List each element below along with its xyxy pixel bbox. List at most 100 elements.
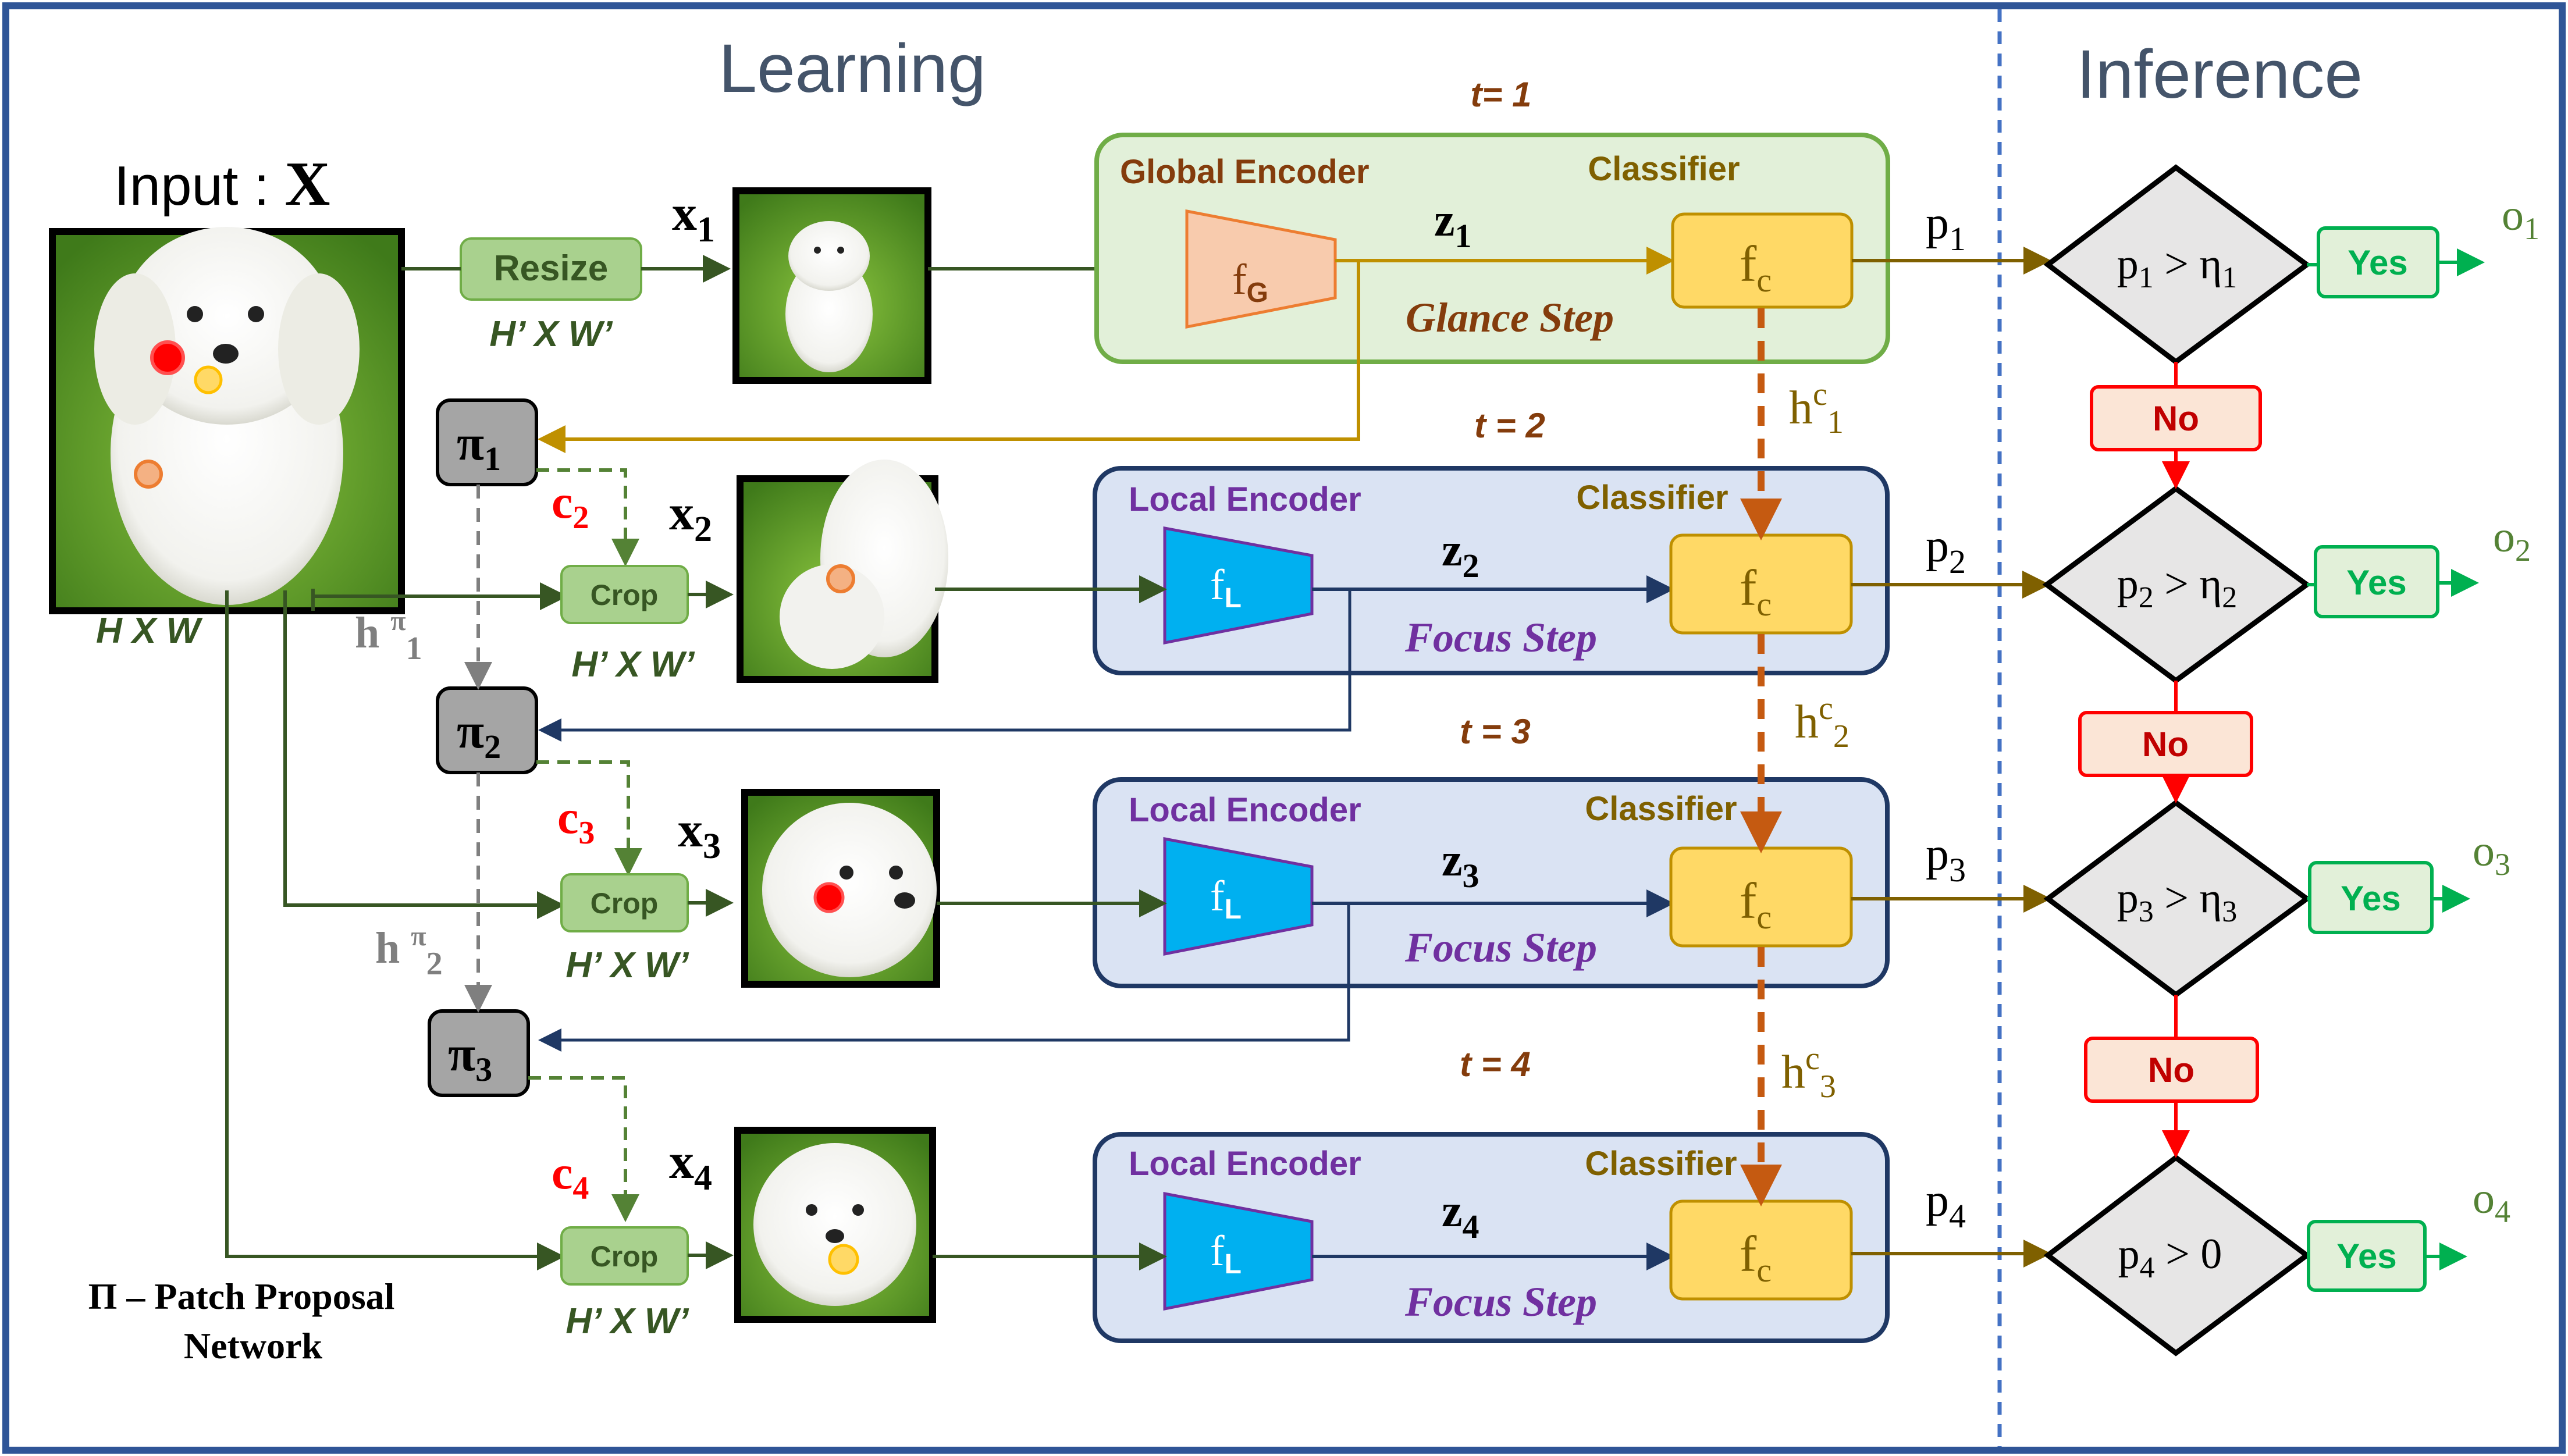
patch-marker-3	[134, 460, 163, 489]
z1-label: z1	[1434, 195, 1472, 255]
o1-label: o1	[2502, 191, 2539, 246]
pi1-label: π1	[457, 415, 501, 478]
c4-arrow	[528, 1076, 639, 1222]
z4-label: z4	[1442, 1186, 1479, 1245]
c2-arrow	[536, 468, 639, 567]
local-encoder-shape-4	[1163, 1191, 1314, 1311]
x3-label: x3	[678, 802, 721, 866]
global-encoder-label: Global Encoder	[1120, 153, 1370, 191]
input-image	[49, 227, 405, 614]
c4-label: c4	[552, 1146, 589, 1206]
yes-label-4: Yes	[2336, 1237, 2396, 1276]
decision-text-2: p2 > η2	[2117, 560, 2237, 614]
x2-label: x2	[669, 485, 712, 549]
no-label-2: No	[2142, 725, 2189, 764]
classifier-label-2: Classifier	[1576, 479, 1728, 517]
p2-label: p2	[1926, 521, 1966, 581]
learning-heading: Learning	[719, 30, 986, 107]
input-label: Input : X	[114, 149, 330, 219]
o3-label: o3	[2473, 827, 2510, 882]
o4-label: o4	[2473, 1174, 2510, 1229]
t2-label: t = 2	[1474, 406, 1545, 445]
inference-heading: Inference	[2076, 36, 2363, 113]
classifier-label-3: Classifier	[1585, 790, 1737, 828]
yes-label-3: Yes	[2341, 879, 2400, 918]
crop-label-2: Crop	[591, 579, 659, 611]
z2-label: z2	[1442, 525, 1479, 585]
fg-label: fG	[1232, 256, 1268, 308]
pi2-label: π2	[457, 703, 501, 766]
no-box-3	[2084, 1037, 2259, 1103]
no-label-1: No	[2153, 399, 2199, 438]
local-encoder-label-4: Local Encoder	[1129, 1145, 1361, 1183]
z3-label: z3	[1442, 835, 1479, 895]
yes-label-2: Yes	[2346, 563, 2406, 602]
hc1-label: hc1	[1789, 376, 1844, 440]
fc-label-2: fc	[1740, 560, 1772, 623]
hpi2-label: h π2	[375, 921, 443, 982]
global-feature-to-pi1	[538, 261, 1360, 453]
fc-label-1: fc	[1740, 236, 1772, 299]
patch-marker-1	[150, 340, 185, 375]
hc3-label: hc3	[1781, 1041, 1836, 1105]
hpi1-label: h π1	[355, 606, 422, 667]
fl-label-4: fL	[1210, 1227, 1242, 1280]
local-encoder-shape-2	[1163, 526, 1314, 645]
crop-label-3: Crop	[591, 887, 659, 920]
t4-label: t = 4	[1460, 1045, 1531, 1084]
t1-label: t= 1	[1470, 75, 1531, 114]
yes-label-1: Yes	[2348, 243, 2407, 282]
input-dims: H X W	[96, 611, 203, 651]
o2-label: o2	[2493, 512, 2531, 568]
classifier-label-1: Classifier	[1588, 150, 1740, 188]
p4-label: p4	[1926, 1175, 1966, 1235]
x2-image	[737, 460, 948, 683]
fc-label-4: fc	[1740, 1226, 1772, 1289]
x4-image	[734, 1127, 936, 1323]
crop-dims-4: H’ X W’	[565, 1301, 689, 1341]
crop-label-4: Crop	[591, 1240, 659, 1273]
c3-arrow	[536, 760, 642, 876]
legend-line-2: Network	[184, 1325, 323, 1366]
focus-step-label-3: Focus Step	[1404, 924, 1597, 971]
focus-step-label-2: Focus Step	[1404, 614, 1597, 661]
c3-label: c3	[557, 791, 595, 851]
decision-text-1: p1 > η1	[2117, 240, 2237, 294]
x4-label: x4	[669, 1133, 712, 1198]
x1-image	[732, 187, 931, 384]
c2-label: c2	[552, 475, 589, 536]
local-encoder-label-2: Local Encoder	[1129, 480, 1361, 518]
input-route-crop2	[311, 582, 568, 610]
fl-label-3: fL	[1210, 873, 1242, 925]
input-route-crop4	[225, 590, 565, 1270]
p1-label: p1	[1926, 198, 1966, 258]
fl-label-2: fL	[1210, 561, 1242, 614]
glance-step-label: Glance Step	[1406, 294, 1614, 341]
global-encoder-shape	[1185, 209, 1337, 329]
decision-text-4: p4 > 0	[2118, 1230, 2222, 1284]
p3-label: p3	[1926, 829, 1966, 889]
input-route-crop3	[283, 590, 565, 919]
legend-line-1: Π – Patch Proposal	[88, 1276, 395, 1317]
fc-label-3: fc	[1740, 873, 1772, 936]
x1-label: x1	[672, 185, 715, 250]
local-feature-to-pi2	[538, 589, 1351, 742]
resize-dims: H’ X W’	[489, 314, 613, 354]
classifier-label-4: Classifier	[1585, 1145, 1737, 1183]
t3-label: t = 3	[1460, 712, 1531, 751]
x3-image	[741, 789, 940, 988]
focus-step-label-4: Focus Step	[1404, 1279, 1597, 1325]
crop-dims-2: H’ X W’	[571, 645, 695, 685]
decision-text-3: p3 > η3	[2117, 874, 2237, 928]
pi3-label: π3	[448, 1026, 492, 1088]
hc2-label: hc2	[1795, 690, 1849, 754]
no-label-3: No	[2148, 1051, 2194, 1090]
local-feature-to-pi3	[538, 903, 1350, 1052]
decision-diamond-4	[2043, 1154, 2311, 1357]
patch-marker-2	[194, 365, 223, 394]
pi1-box	[436, 398, 538, 486]
resize-label: Resize	[494, 248, 608, 289]
local-encoder-label-3: Local Encoder	[1129, 791, 1361, 829]
